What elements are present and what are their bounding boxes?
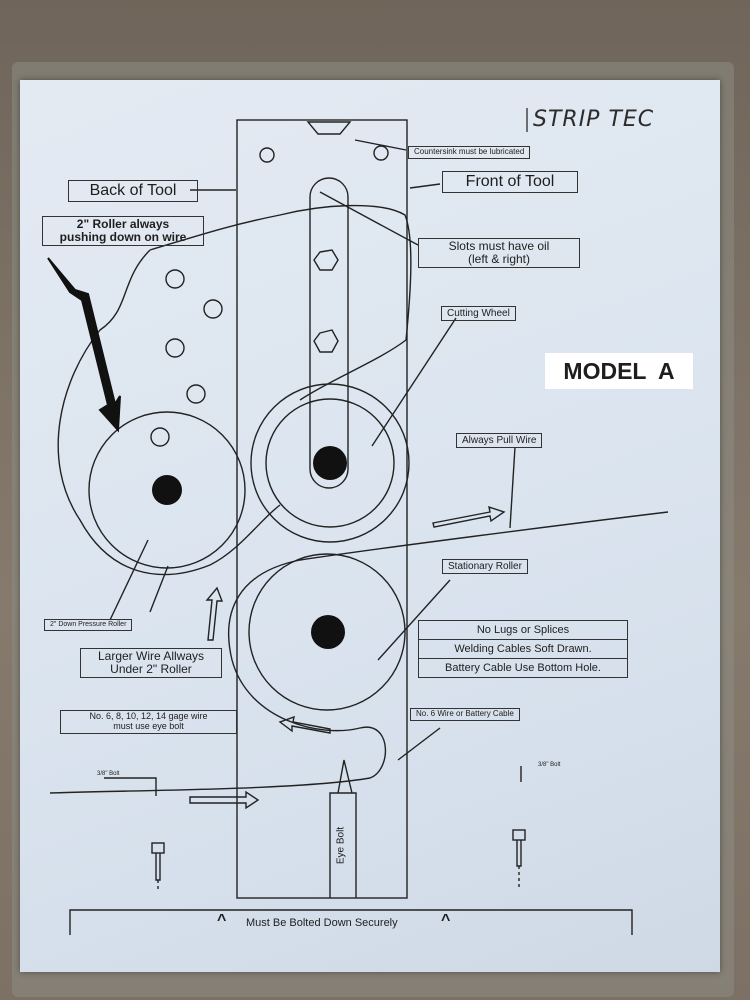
roller-note-box: 2" Roller always pushing down on wire — [42, 216, 204, 247]
roller-note-line2: pushing down on wire — [59, 230, 187, 245]
up-arrow — [205, 586, 224, 641]
bolt-right-graphic — [512, 829, 526, 890]
gage-wire-line1: No. 6, 8, 10, 12, 14 gage wire — [89, 711, 208, 721]
stationary-roller-axle — [311, 615, 345, 649]
adjust-slot — [309, 177, 349, 489]
larger-wire-line1: Larger Wire Allways — [97, 649, 205, 663]
arm-hole-2 — [203, 299, 223, 319]
bolt-right-label: 3/8" Bolt — [538, 762, 561, 768]
stationary-roller-label: Stationary Roller — [442, 559, 528, 574]
pressure-roller-axle — [152, 475, 182, 505]
hex-bolt-upper — [313, 249, 339, 271]
back-of-tool-label: Back of Tool — [68, 180, 198, 202]
tool-plate — [236, 119, 408, 899]
larger-wire-line2: Under 2" Roller — [110, 662, 192, 677]
base-bar — [69, 909, 633, 935]
countersink-label: Countersink must be lubricated — [408, 146, 531, 159]
eye-bolt-label: Eye Bolt — [335, 826, 347, 865]
stationary-roller — [248, 553, 406, 711]
slots-oil-line2: (left & right) — [467, 252, 530, 267]
bolt-left-label: 3/8" Bolt — [97, 771, 120, 777]
model-label: MODEL A — [545, 353, 693, 389]
roller-note-line1: 2" Roller always — [76, 217, 170, 231]
top-hole-right — [373, 145, 389, 161]
big-black-arrow — [47, 257, 121, 433]
cutting-wheel — [250, 383, 410, 543]
cutting-wheel-axle — [313, 446, 347, 480]
countersink-notch — [306, 121, 352, 135]
larger-wire-box: Larger Wire Allways Under 2" Roller — [80, 648, 222, 679]
eye-bolt — [329, 792, 357, 898]
bolt-left-graphic — [151, 842, 165, 892]
gage-wire-box: No. 6, 8, 10, 12, 14 gage wire must use … — [60, 710, 237, 734]
caret-left: ^ — [217, 912, 227, 929]
top-hole-left — [259, 147, 275, 163]
bolted-down-label: Must Be Bolted Down Securely — [246, 917, 398, 929]
caret-right: ^ — [441, 912, 451, 929]
no6-wire-label: No. 6 Wire or Battery Cable — [410, 708, 520, 721]
cutting-wheel-label: Cutting Wheel — [441, 306, 516, 321]
diagram-sheet — [20, 80, 720, 972]
pull-arrow — [432, 505, 506, 528]
slots-oil-line1: Slots must have oil — [448, 239, 550, 253]
gage-wire-line2: must use eye bolt — [113, 720, 184, 731]
battery-cable-note: Battery Cable Use Bottom Hole. — [445, 662, 601, 675]
arm-hole-1 — [165, 269, 185, 289]
slots-oil-box: Slots must have oil (left & right) — [418, 238, 580, 269]
arm-hole-4 — [186, 384, 206, 404]
wire-path — [49, 511, 669, 794]
notes-box: No Lugs or Splices Welding Cables Soft D… — [418, 620, 628, 679]
hex-bolt-lower — [313, 329, 339, 353]
arm-hole-3 — [165, 338, 185, 358]
handwritten-title: STRIP TEC — [533, 107, 655, 132]
always-pull-wire-label: Always Pull Wire — [456, 433, 543, 448]
return-arrow — [278, 715, 331, 734]
arm-hole-5 — [150, 427, 170, 447]
feed-arrow — [189, 790, 260, 810]
down-pressure-roller-label: 2" Down Pressure Roller — [44, 619, 133, 631]
front-of-tool-label: Front of Tool — [442, 171, 578, 193]
roller-arm — [57, 249, 281, 576]
welding-cables-note: Welding Cables Soft Drawn. — [419, 640, 627, 660]
no-lugs-note: No Lugs or Splices — [419, 621, 627, 641]
cutting-wheel-inner — [265, 398, 395, 528]
